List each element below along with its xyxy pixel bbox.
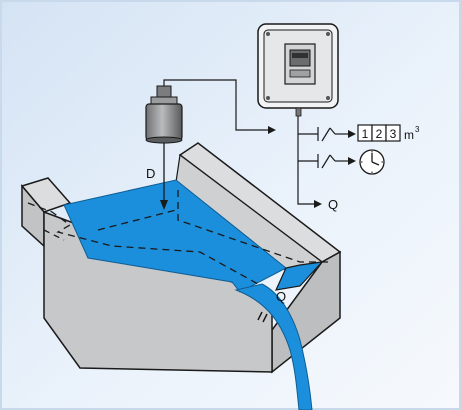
counter-unit-exponent: 3 <box>415 125 420 134</box>
clock-icon <box>359 149 385 175</box>
dashed-left-edge <box>43 229 65 241</box>
flume-channel <box>20 142 342 410</box>
dashed-bottom-edge <box>97 209 177 231</box>
notch-mark-a <box>257 311 263 321</box>
distance-label: D <box>146 166 155 181</box>
sensor-cable <box>163 79 270 131</box>
dashed-inner-edge-front <box>27 202 259 285</box>
flow-outlet-label: Q <box>276 289 286 304</box>
distance-arrowhead <box>160 200 168 210</box>
relay-switch-icon <box>317 154 356 169</box>
transmitter-housing-icon <box>257 23 339 117</box>
relay-switch-icon <box>317 127 356 142</box>
totalizer-counter-icon: 1 2 3 <box>357 124 401 142</box>
outflow-jet <box>234 283 313 410</box>
counter-digit-1: 1 <box>362 127 369 141</box>
counter-digit-3: 3 <box>390 127 397 141</box>
weir-notch <box>274 261 324 291</box>
notch-mark-b <box>262 313 268 323</box>
counter-unit: m <box>404 128 414 142</box>
flow-output-label: Q <box>328 197 338 212</box>
output-line-flow <box>297 161 316 205</box>
dashed-inner-edge-back <box>177 190 332 263</box>
counter-digit-2: 2 <box>376 127 383 141</box>
sensor-cable-arrowhead <box>268 126 276 134</box>
flow-output-arrowhead <box>314 200 322 208</box>
